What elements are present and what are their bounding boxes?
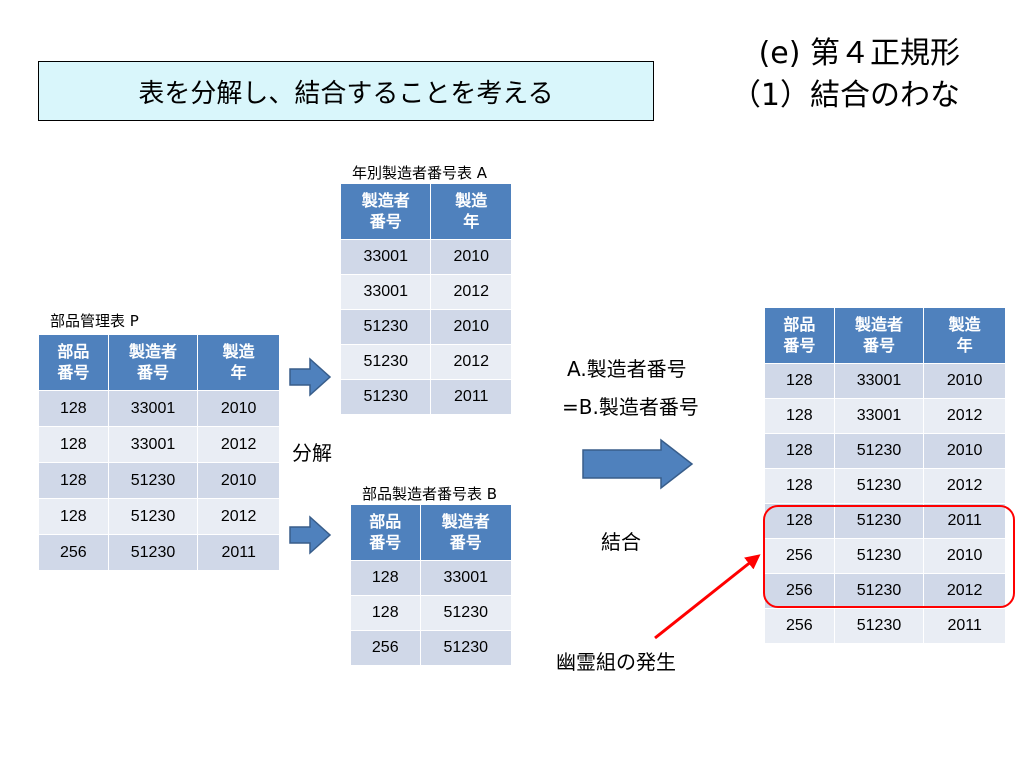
- table-cell: 2012: [430, 274, 512, 310]
- column-header: 部品 番号: [38, 334, 109, 391]
- column-header: 製造者 番号: [833, 307, 925, 364]
- ghost-tuples-highlight: [763, 505, 1015, 608]
- table-p-caption: 部品管理表 P: [50, 312, 139, 330]
- table-cell: 256: [38, 534, 109, 571]
- table-cell: 128: [764, 503, 835, 539]
- decompose-arrow-lower-icon: [289, 515, 332, 555]
- column-header: 部品 番号: [350, 504, 421, 561]
- table-cell: 2010: [430, 239, 512, 275]
- table-cell: 51230: [107, 498, 199, 535]
- table-cell: 33001: [833, 398, 925, 434]
- table-cell: 33001: [339, 239, 432, 275]
- table-cell: 51230: [419, 630, 513, 666]
- table-cell: 256: [764, 538, 835, 574]
- table-cell: 2012: [197, 498, 280, 535]
- column-header: 製造者 番号: [339, 183, 432, 240]
- join-condition-line-1: A.製造者番号: [567, 357, 687, 381]
- table-cell: 51230: [833, 608, 925, 644]
- table-cell: 51230: [107, 462, 199, 499]
- table-cell: 51230: [833, 433, 925, 469]
- decompose-arrow-upper-icon: [289, 357, 332, 397]
- table-cell: 128: [38, 426, 109, 463]
- ghost-pointer-arrow-icon: [654, 554, 761, 640]
- table-cell: 51230: [833, 468, 925, 504]
- column-header: 製造 年: [923, 307, 1006, 364]
- table-cell: 128: [350, 595, 421, 631]
- table-cell: 128: [764, 468, 835, 504]
- decompose-label: 分解: [292, 441, 332, 465]
- column-header: 製造 年: [430, 183, 512, 240]
- table-cell: 128: [764, 398, 835, 434]
- table-cell: 2011: [430, 379, 512, 415]
- table-cell: 2012: [923, 398, 1006, 434]
- column-header: 製造 年: [197, 334, 280, 391]
- column-header: 製造者 番号: [107, 334, 199, 391]
- table-b-caption: 部品製造者番号表 B: [362, 485, 498, 503]
- table-cell: 51230: [419, 595, 513, 631]
- table-cell: 2010: [430, 309, 512, 345]
- table-cell: 128: [764, 433, 835, 469]
- table-cell: 51230: [339, 344, 432, 380]
- table-cell: 128: [350, 560, 421, 596]
- table-cell: 51230: [339, 379, 432, 415]
- table-cell: 2011: [923, 608, 1006, 644]
- table-cell: 2010: [923, 538, 1006, 574]
- banner-text: 表を分解し、結合することを考える: [138, 78, 554, 109]
- ghost-tuples-label: 幽霊組の発生: [556, 650, 676, 674]
- table-cell: 2010: [197, 462, 280, 499]
- table-cell: 128: [38, 462, 109, 499]
- table-cell: 33001: [107, 426, 199, 463]
- table-cell: 33001: [107, 390, 199, 427]
- table-cell: 51230: [833, 573, 925, 609]
- table-cell: 256: [764, 608, 835, 644]
- column-header: 製造者 番号: [419, 504, 513, 561]
- table-cell: 128: [764, 363, 835, 399]
- table-cell: 128: [38, 390, 109, 427]
- join-label: 結合: [601, 530, 641, 554]
- table-cell: 51230: [339, 309, 432, 345]
- table-cell: 2012: [197, 426, 280, 463]
- table-cell: 256: [350, 630, 421, 666]
- table-cell: 128: [38, 498, 109, 535]
- join-condition-line-2: =B.製造者番号: [562, 395, 699, 419]
- slide-title-line-2: （1）結合のわな: [730, 78, 960, 113]
- table-a-caption: 年別製造者番号表 A: [352, 164, 488, 182]
- column-header: 部品 番号: [764, 307, 835, 364]
- table-cell: 51230: [107, 534, 199, 571]
- table-cell: 33001: [419, 560, 513, 596]
- table-cell: 2011: [197, 534, 280, 571]
- table-cell: 2010: [923, 433, 1006, 469]
- join-arrow-icon: [582, 438, 694, 490]
- table-cell: 2010: [923, 363, 1006, 399]
- table-cell: 51230: [833, 503, 925, 539]
- table-cell: 51230: [833, 538, 925, 574]
- table-cell: 33001: [339, 274, 432, 310]
- table-cell: 2010: [197, 390, 280, 427]
- banner-box: 表を分解し、結合することを考える: [38, 61, 654, 121]
- slide-title-line-1: (e) 第４正規形: [758, 36, 960, 71]
